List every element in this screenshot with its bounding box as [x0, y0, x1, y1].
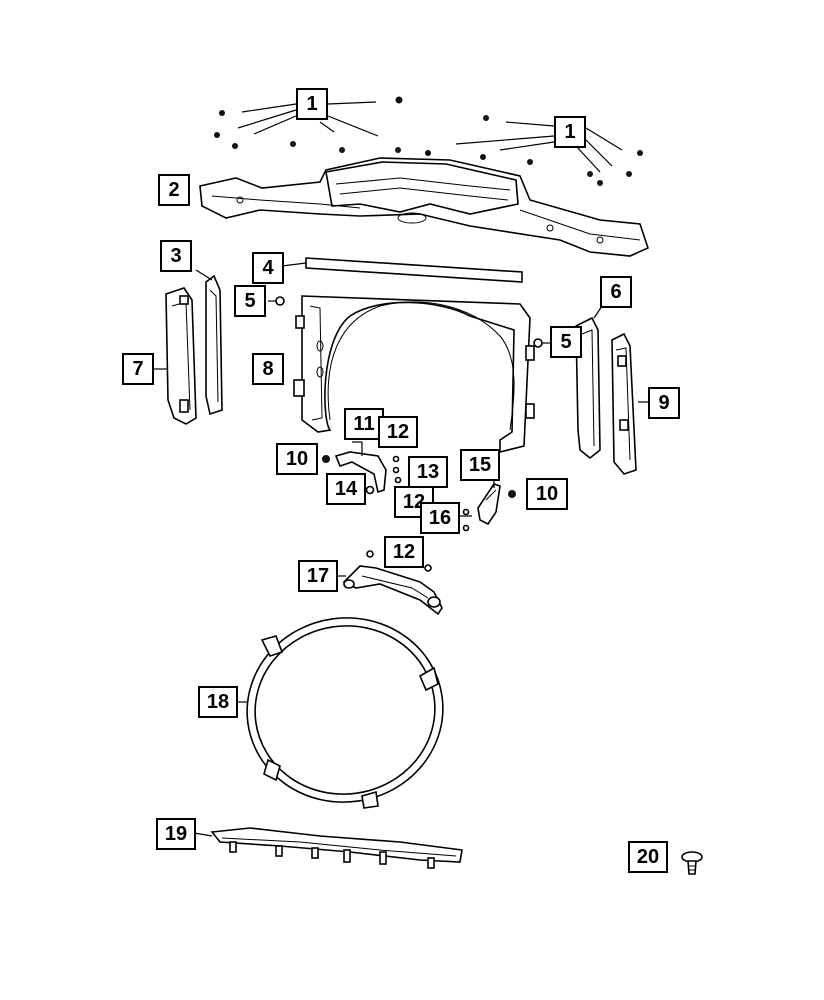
- leader-lines-1-left: [237, 101, 379, 137]
- callout-18: 18: [198, 686, 238, 718]
- nut-icons: [268, 296, 550, 348]
- callout-6: 6: [600, 276, 632, 308]
- callout-17: 17: [298, 560, 338, 592]
- callout-9: 9: [648, 387, 680, 419]
- callout-10-right: 10: [526, 478, 568, 510]
- lower-bracket: [330, 550, 443, 616]
- callout-20: 20: [628, 841, 668, 873]
- upper-crossmember: [199, 157, 649, 257]
- callout-12-c: 12: [384, 536, 424, 568]
- callout-15: 15: [460, 449, 500, 481]
- seal-strip: [281, 257, 523, 283]
- fan-shroud-frame: [293, 295, 535, 454]
- clip-icons: [214, 96, 643, 186]
- callout-13: 13: [408, 456, 448, 488]
- callout-7: 7: [122, 353, 154, 385]
- right-side-baffles: [575, 305, 648, 475]
- callout-19: 19: [156, 818, 196, 850]
- callout-5-left: 5: [234, 285, 266, 317]
- left-side-baffles: [154, 269, 223, 425]
- callout-3: 3: [160, 240, 192, 272]
- lower-shield: [193, 827, 463, 869]
- callout-1-right: 1: [554, 116, 586, 148]
- callout-1-left: 1: [296, 88, 328, 120]
- callout-10-left: 10: [276, 443, 318, 475]
- callout-12-a: 12: [378, 416, 418, 448]
- fan-ring: [236, 617, 444, 809]
- leader-lines-1-right: [455, 121, 623, 173]
- callout-2: 2: [158, 174, 190, 206]
- push-pin-icon: [681, 851, 703, 875]
- callout-5-right: 5: [550, 326, 582, 358]
- callout-14: 14: [326, 473, 366, 505]
- callout-16: 16: [420, 502, 460, 534]
- callout-4: 4: [252, 252, 284, 284]
- callout-8: 8: [252, 353, 284, 385]
